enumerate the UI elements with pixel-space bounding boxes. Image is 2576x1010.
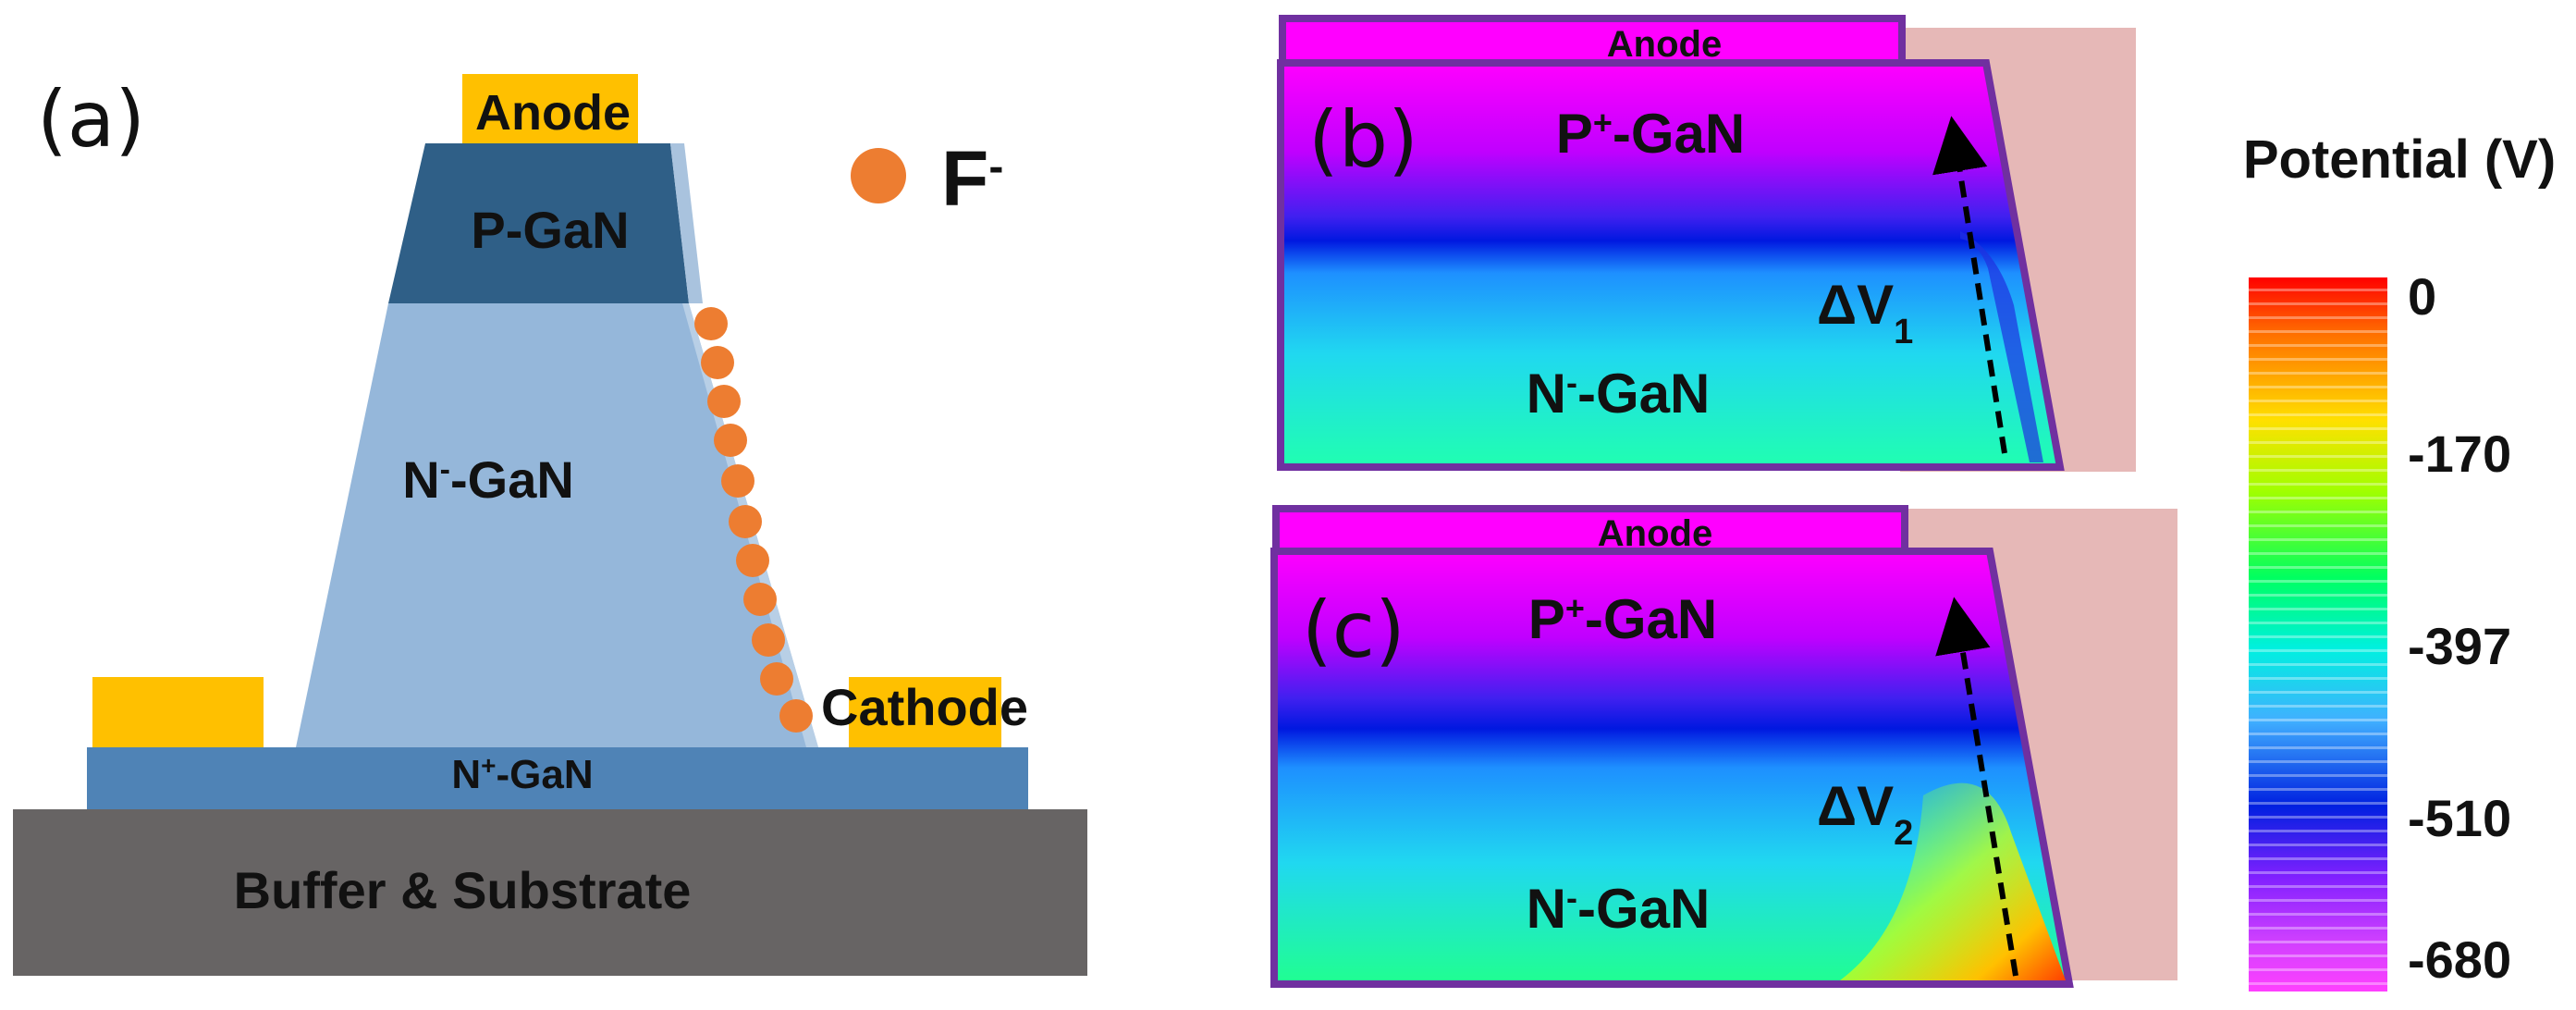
left-contact bbox=[92, 677, 264, 747]
panel-b-delta-v: ΔV1 bbox=[1817, 274, 1913, 351]
substrate-layer bbox=[13, 809, 1087, 976]
fluorine-ion-row bbox=[694, 307, 813, 733]
panel-c-p-plus-label: P+-GaN bbox=[1528, 588, 1717, 650]
n-minus-gan-mesa bbox=[296, 303, 818, 747]
fluorine-ion bbox=[779, 699, 813, 733]
panel-b-anode-strip bbox=[1279, 15, 1906, 67]
colorbar: Potential (V) 0 -170 -397 -510 -680 bbox=[2243, 129, 2556, 992]
panel-c-anode-label: Anode bbox=[1598, 513, 1712, 554]
panel-c-label: (c) bbox=[1302, 585, 1405, 675]
panel-c-delta-v: ΔV2 bbox=[1817, 775, 1913, 853]
fluorine-legend-label: F- bbox=[941, 135, 1003, 222]
panel-c-arrow bbox=[1935, 597, 2018, 977]
panel-a: (a) Buffer & Substrate N+-GaN N--GaN P-G… bbox=[13, 74, 1087, 976]
colorbar-tick-2: -397 bbox=[2408, 617, 2511, 675]
panel-b-p-plus-label: P+-GaN bbox=[1556, 103, 1745, 165]
panel-b-anode-label: Anode bbox=[1607, 24, 1722, 65]
panel-b-arrow bbox=[1932, 116, 2007, 454]
fluorine-ion bbox=[736, 544, 769, 577]
fluorine-ion bbox=[760, 662, 793, 696]
fluorine-ion bbox=[694, 307, 728, 340]
panel-c-n-minus-label: N--GaN bbox=[1527, 878, 1711, 940]
p-gan-layer bbox=[388, 143, 689, 303]
colorbar-tick-3: -510 bbox=[2408, 789, 2511, 847]
panel-c-anode-strip bbox=[1272, 505, 1908, 555]
panel-b-label: (b) bbox=[1308, 94, 1418, 185]
colorbar-tick-0: 0 bbox=[2408, 267, 2436, 326]
substrate-label: Buffer & Substrate bbox=[234, 861, 692, 919]
panel-c-device bbox=[1270, 548, 2074, 988]
cathode-label: Cathode bbox=[821, 678, 1028, 736]
fluorine-ion bbox=[729, 505, 762, 538]
colorbar-title: Potential (V) bbox=[2243, 129, 2556, 190]
n-plus-gan-label: N+-GaN bbox=[451, 751, 593, 798]
n-minus-gan-label: N--GaN bbox=[402, 450, 574, 509]
p-gan-sidewall bbox=[670, 143, 703, 303]
panel-c: Anode (c) P+-GaN N--GaN ΔV2 bbox=[1270, 505, 2177, 988]
n-plus-gan-layer bbox=[87, 747, 1028, 809]
fluorine-ion bbox=[743, 583, 777, 616]
panel-c-hot-corner bbox=[1840, 782, 2066, 980]
panel-b-n-minus-label: N--GaN bbox=[1527, 363, 1711, 425]
panel-b-device bbox=[1277, 59, 2065, 471]
fluorine-ion bbox=[701, 346, 734, 379]
p-gan-label: P-GaN bbox=[471, 201, 629, 259]
cathode-contact bbox=[849, 677, 1001, 747]
fluorine-ion bbox=[721, 464, 754, 498]
panel-b-edge-band bbox=[1960, 231, 2043, 462]
fluorine-ion bbox=[707, 385, 741, 418]
panel-b: Anode (b) P+-GaN N--GaN ΔV1 bbox=[1277, 15, 2136, 472]
anode-label-a: Anode bbox=[475, 85, 631, 141]
fluorine-ion bbox=[714, 424, 747, 457]
colorbar-tick-1: -170 bbox=[2408, 425, 2511, 483]
panel-a-label: (a) bbox=[37, 74, 145, 165]
colorbar-tick-4: -680 bbox=[2408, 930, 2511, 989]
colorbar-stripes bbox=[2249, 277, 2387, 992]
fluorine-ion bbox=[752, 623, 785, 657]
anode-contact bbox=[462, 74, 638, 143]
fluorine-legend-marker bbox=[851, 148, 906, 203]
